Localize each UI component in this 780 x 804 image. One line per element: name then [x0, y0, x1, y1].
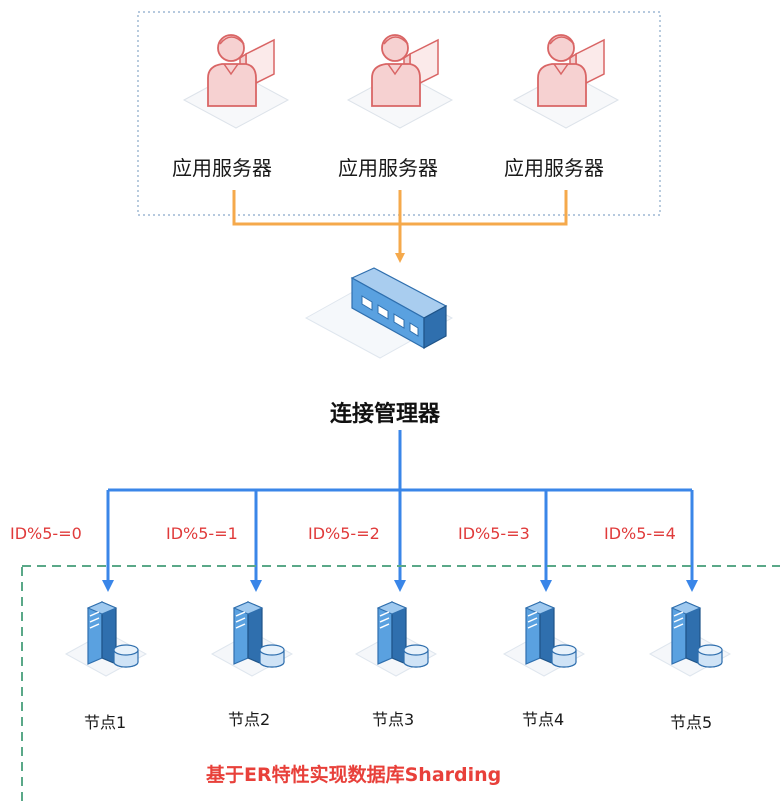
node-label-2: 节点2 [228, 710, 271, 729]
database-server-icon-3 [355, 601, 437, 677]
routing-rule-4: ID%5-=3 [458, 524, 530, 543]
switch-icon [304, 267, 454, 359]
app-server-label-3: 应用服务器 [504, 156, 604, 180]
app-to-manager-links [232, 190, 568, 263]
database-server-icon-1 [65, 601, 147, 677]
app-server-label-2: 应用服务器 [338, 156, 438, 180]
connection-manager-label: 连接管理器 [330, 402, 441, 427]
sharding-caption: 基于ER特性实现数据库Sharding [206, 764, 502, 786]
node-label-1: 节点1 [84, 713, 127, 732]
routing-rule-3: ID%5-=2 [308, 524, 380, 543]
routing-rule-2: ID%5-=1 [166, 524, 238, 543]
node-label-5: 节点5 [670, 713, 713, 732]
database-server-icon-4 [503, 601, 585, 677]
node-label-3: 节点3 [372, 710, 415, 729]
routing-rule-1: ID%5-=0 [10, 524, 82, 543]
app-server-icon-2 [347, 34, 453, 129]
app-server-label-1: 应用服务器 [172, 156, 272, 180]
database-server-icon-2 [211, 601, 293, 677]
app-server-icon-1 [183, 34, 289, 129]
routing-rule-5: ID%5-=4 [604, 524, 676, 543]
app-server-icon-3 [513, 34, 619, 129]
node-label-4: 节点4 [522, 710, 565, 729]
database-server-icon-5 [649, 601, 731, 677]
manager-to-node-links [102, 430, 698, 592]
